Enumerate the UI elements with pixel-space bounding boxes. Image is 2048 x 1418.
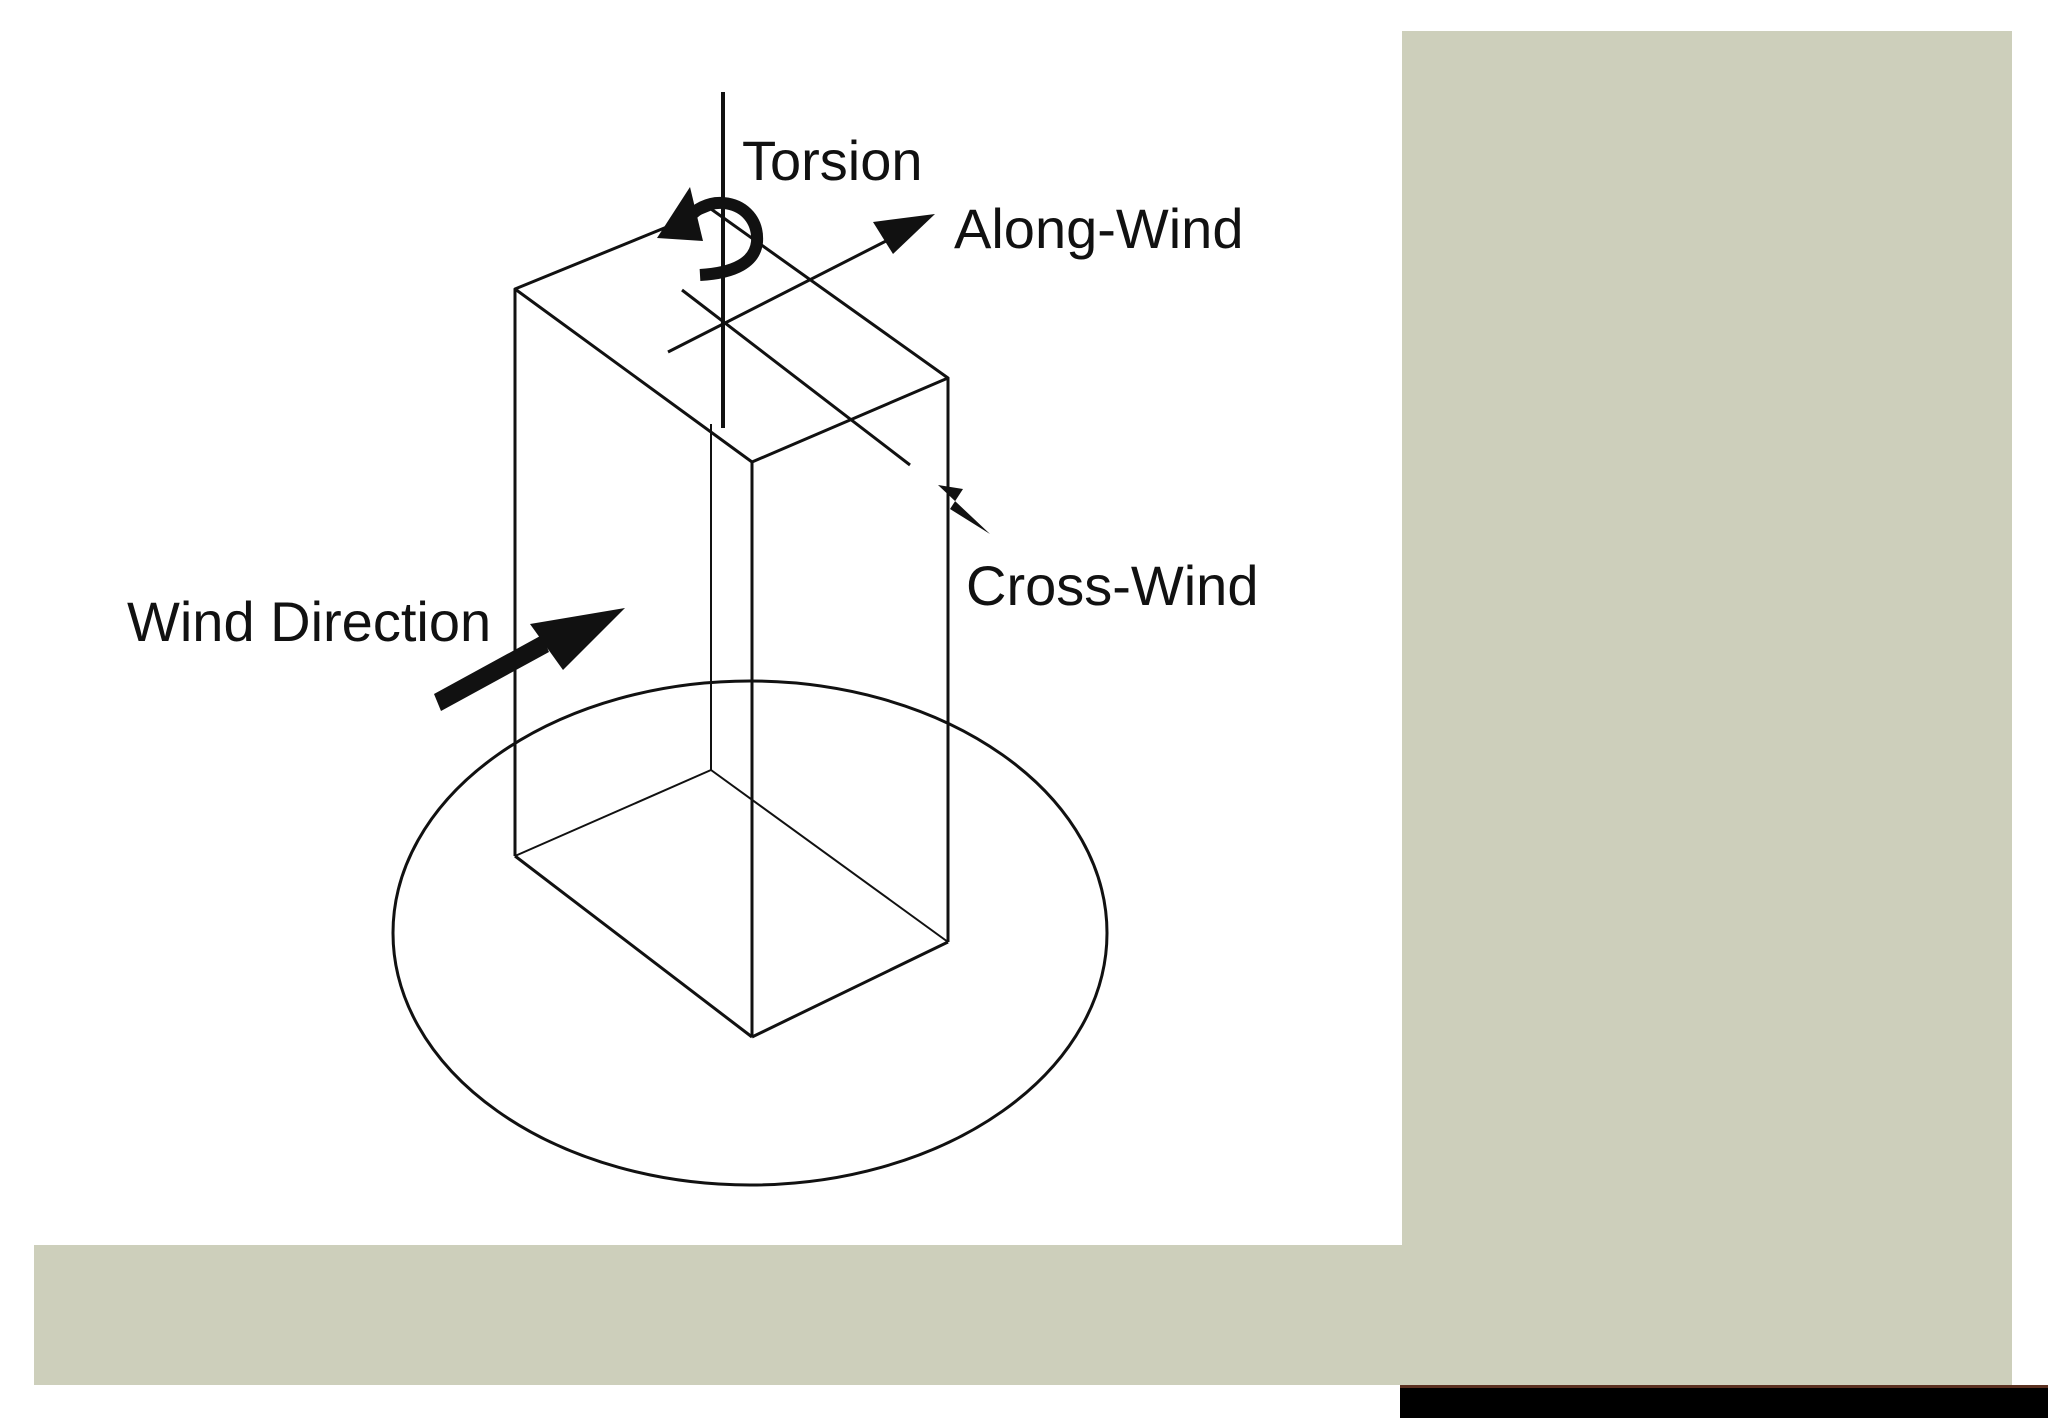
bottom-panel xyxy=(34,1245,2012,1385)
cross-wind-arrowhead-icon xyxy=(938,485,990,534)
along-wind-axis xyxy=(667,238,889,354)
cross-wind-label: Cross-Wind xyxy=(966,554,1258,617)
wind-direction-label: Wind Direction xyxy=(127,590,491,653)
cross-wind-axis xyxy=(681,288,911,467)
bottom-bar xyxy=(1400,1385,2048,1418)
side-panel xyxy=(1402,31,2012,1385)
along-wind-label: Along-Wind xyxy=(954,197,1243,260)
ground-ellipse xyxy=(391,679,1109,1187)
along-wind-arrowhead-icon xyxy=(873,214,935,254)
building-block xyxy=(513,207,950,1039)
wind-direction-arrow-icon xyxy=(434,608,625,711)
torsion-arrowhead-icon xyxy=(657,187,703,241)
torsion-arrow-icon xyxy=(677,196,764,281)
torsion-label: Torsion xyxy=(742,129,923,192)
